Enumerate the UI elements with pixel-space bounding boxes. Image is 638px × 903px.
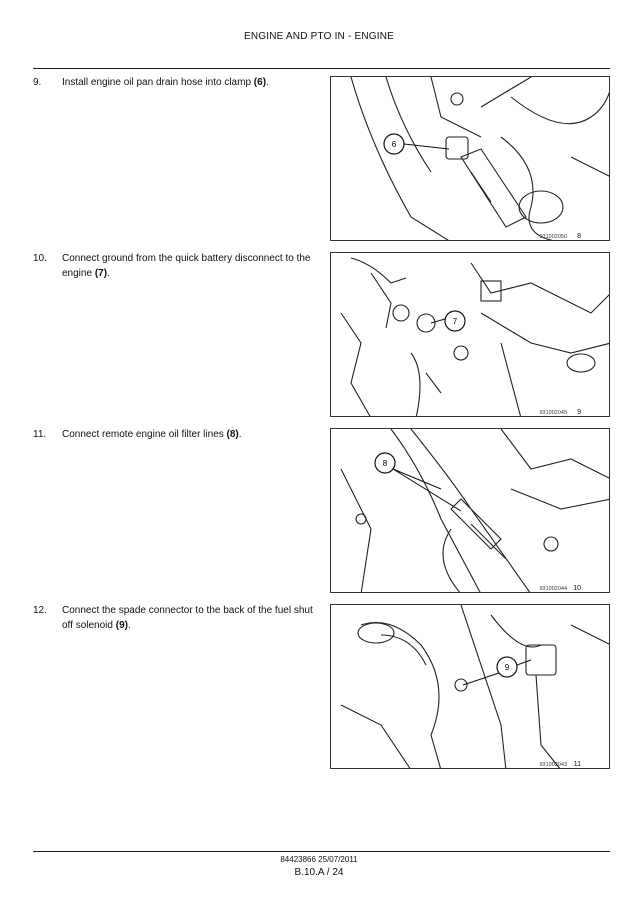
figure-code: 931002044: [539, 586, 567, 592]
engine-illustration: 8: [340, 429, 609, 592]
step-number: 9.: [33, 77, 42, 88]
engine-illustration: 6: [350, 77, 609, 240]
figure-number: 8: [577, 233, 581, 240]
engine-illustration: 9: [340, 605, 609, 768]
figure-code: 931002043: [539, 762, 567, 768]
step-number: 12.: [33, 605, 47, 616]
footer-rule: [33, 851, 610, 852]
step-text: Install engine oil pan drain hose into c…: [62, 77, 269, 88]
step-number: 11.: [33, 429, 47, 440]
page-number: B.10.A / 24: [294, 867, 344, 878]
figure-number: 11: [573, 761, 581, 768]
step-text: Connect the spade connector to the back …: [62, 605, 313, 631]
callout-8: 8: [383, 459, 388, 468]
figure-code: 931002050: [539, 234, 567, 240]
step-ref: (8): [226, 429, 239, 440]
step-ref: (7): [94, 268, 108, 279]
figure-code: 931002045: [539, 410, 567, 416]
figure-number: 10: [573, 585, 581, 592]
header-rule: [33, 68, 610, 69]
document-reference: 84423866 25/07/2011: [280, 855, 358, 864]
step-text: Connect remote engine oil filter lines (…: [62, 429, 242, 440]
figure-11: 9 931002043 11: [330, 604, 610, 769]
callout-9: 9: [505, 663, 510, 672]
figure-10: 8 931002044 10: [330, 428, 610, 593]
figure-8: 6 931002050 8: [330, 76, 610, 241]
figure-9: 7 931002045 9: [330, 252, 610, 417]
step-number: 10.: [33, 253, 47, 264]
step-ref: (9): [115, 620, 128, 631]
page-header: ENGINE AND PTO IN - ENGINE: [243, 31, 395, 42]
callout-7: 7: [453, 317, 458, 326]
figure-number: 9: [577, 409, 581, 416]
callout-6: 6: [392, 140, 397, 149]
step-ref: (6): [253, 77, 267, 88]
step-text: Connect ground from the quick battery di…: [62, 253, 311, 279]
engine-illustration: 7: [340, 257, 609, 416]
